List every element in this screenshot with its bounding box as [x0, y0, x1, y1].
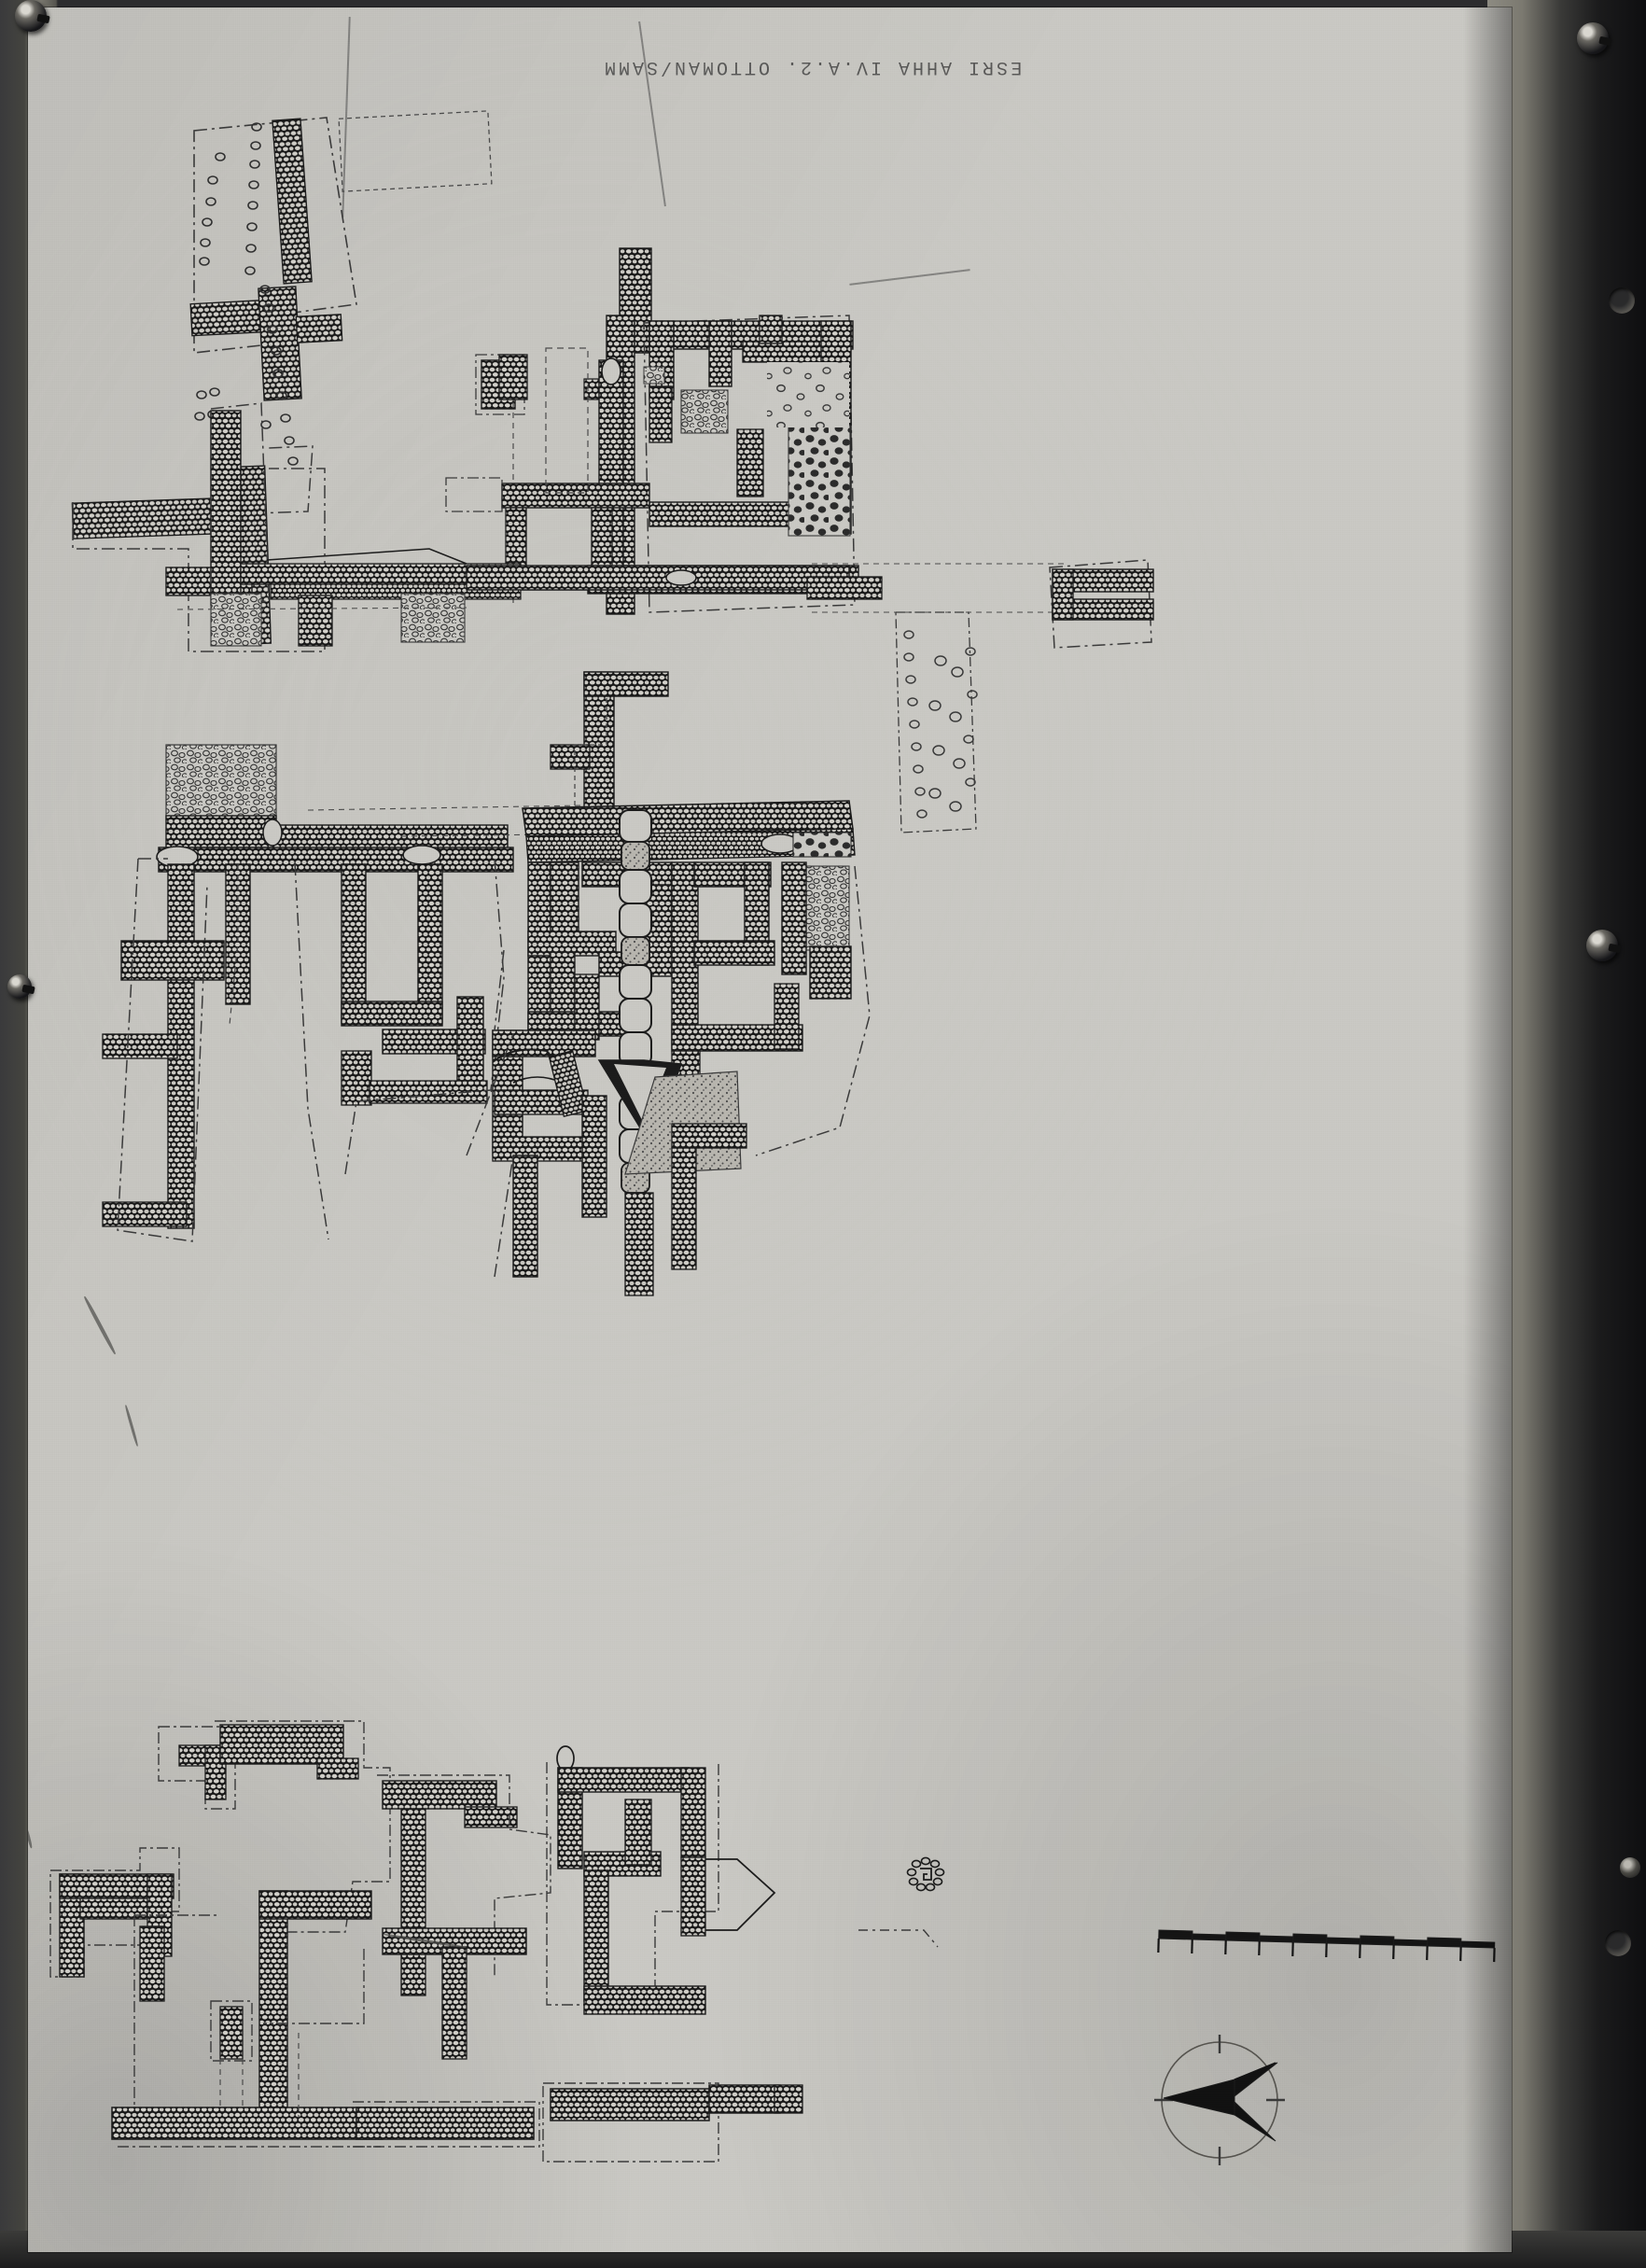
pin-hole-right-upper — [1609, 287, 1635, 314]
site-plan-drawing — [49, 110, 1496, 2165]
structure-north-complex — [475, 247, 859, 615]
rosette-feature — [906, 1856, 945, 1892]
push-pin-mid-left[interactable] — [7, 974, 32, 999]
structure-northwest — [71, 117, 357, 652]
board-right-edge — [1487, 0, 1646, 2268]
pin-hole-right-lower — [1605, 1930, 1631, 1956]
stone-scatter-field — [895, 611, 978, 833]
wall-band-central — [165, 402, 1064, 647]
structure-east-detached — [1049, 559, 1154, 649]
push-pin-top-right[interactable] — [1577, 22, 1609, 54]
pencil-rectangle — [338, 110, 493, 192]
structures-south-centre — [263, 1745, 803, 2163]
scale-bar-graphic — [1157, 1929, 1496, 1963]
structure-west-building — [102, 744, 551, 1242]
board-screw-bottom-right — [1620, 1857, 1640, 1878]
compass-rose-graphic — [1154, 2035, 1285, 2165]
push-pin-top-left[interactable] — [15, 0, 47, 32]
push-pin-mid-right[interactable] — [1586, 930, 1618, 961]
drawing-sheet: ESRI AHHA IV.A.2. OTTOMAN/SAMM — [28, 7, 1512, 2252]
structures-southwest — [49, 1720, 540, 2148]
sheet-shadow-fold — [1463, 7, 1512, 2252]
structure-main-complex — [307, 671, 871, 1296]
